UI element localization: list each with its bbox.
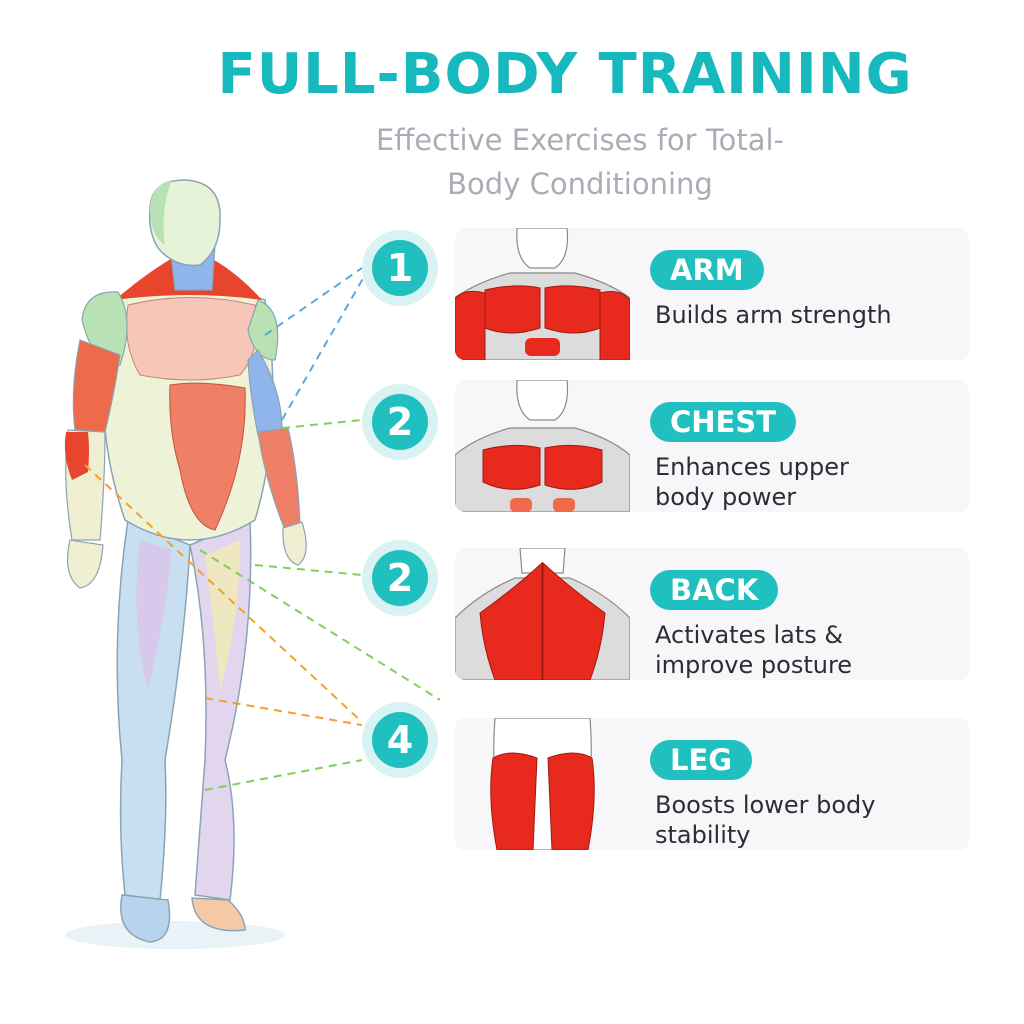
- muscle-description: Activates lats & improve posture: [655, 620, 955, 680]
- right-shoulder: [247, 299, 279, 361]
- left-thigh-muscle: [136, 540, 172, 690]
- badge-leg: 4: [362, 702, 438, 778]
- description-line-1: Activates lats &: [655, 621, 844, 649]
- exercise-card-arm: ARM Builds arm strength: [455, 228, 969, 360]
- right-foot: [191, 897, 246, 932]
- connector-arm-2: [281, 274, 366, 421]
- connector-chest: [281, 419, 363, 429]
- description-line-2: improve posture: [655, 651, 853, 679]
- left-forearm-muscle: [64, 432, 89, 480]
- chest-muscle-illustration: [455, 380, 630, 512]
- abdominal-muscle: [169, 382, 246, 531]
- description-line-1: Enhances upper: [655, 453, 849, 481]
- left-foot: [120, 894, 171, 943]
- badge-number: 4: [372, 712, 428, 768]
- leg-muscle-illustration: [490, 718, 595, 850]
- connector-back-2: [199, 549, 441, 701]
- badge-number: 2: [372, 550, 428, 606]
- muscle-description: Enhances upper body power: [655, 452, 955, 512]
- figure-shadow: [65, 921, 285, 949]
- right-hand: [282, 521, 307, 566]
- description-line-2: body power: [655, 483, 797, 511]
- arm-muscle-illustration: [455, 228, 630, 360]
- connector-leg-2: [204, 697, 363, 726]
- muscle-description: Boosts lower body stability: [655, 790, 955, 850]
- page-subtitle: Effective Exercises for Total- Body Cond…: [300, 118, 860, 206]
- exercise-card-leg: LEG Boosts lower body stability: [455, 718, 969, 850]
- connector-leg-3: [204, 759, 363, 791]
- back-muscle-illustration: [455, 548, 630, 680]
- connector-lines: [84, 267, 441, 791]
- head-side: [150, 180, 172, 245]
- muscle-label-pill: ARM: [650, 250, 764, 290]
- connector-back-1: [254, 564, 363, 576]
- right-leg: [189, 518, 252, 901]
- head: [148, 179, 221, 267]
- subtitle-line-2: Body Conditioning: [447, 167, 713, 201]
- muscle-label-pill: BACK: [650, 570, 779, 610]
- badge-arm: 1: [362, 230, 438, 306]
- description-line-1: Builds arm strength: [655, 301, 892, 329]
- connector-arm-1: [264, 267, 363, 336]
- badge-number: 2: [372, 394, 428, 450]
- right-thigh-muscle: [205, 540, 240, 690]
- badge-chest: 2: [362, 384, 438, 460]
- muscle-label-pill: LEG: [650, 740, 753, 780]
- exercise-card-chest: CHEST Enhances upper body power: [455, 380, 969, 512]
- left-hand: [67, 539, 104, 589]
- subtitle-line-1: Effective Exercises for Total-: [375, 123, 785, 157]
- muscle-label-pill: CHEST: [650, 402, 797, 442]
- chest-muscle: [126, 297, 258, 381]
- description-line-1: Boosts lower body: [655, 791, 876, 819]
- connector-leg-1: [84, 464, 363, 723]
- exercise-card-back: BACK Activates lats & improve posture: [455, 548, 969, 680]
- badge-back: 2: [362, 540, 438, 616]
- page-title: FULL-BODY TRAINING: [217, 42, 913, 107]
- muscle-description: Builds arm strength: [655, 300, 955, 330]
- description-line-2: stability: [655, 821, 751, 849]
- badge-number: 1: [372, 240, 428, 296]
